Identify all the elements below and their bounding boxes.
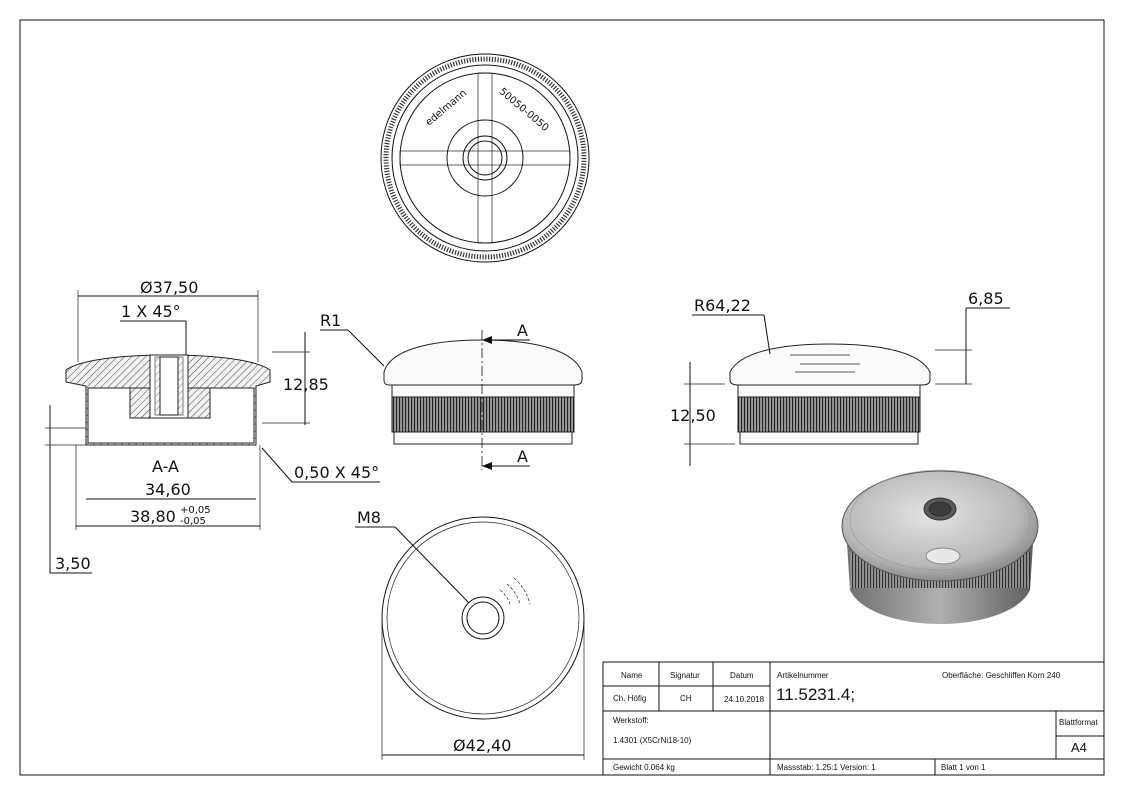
section-view bbox=[65, 354, 271, 446]
engraving-right: 50050-0050 bbox=[497, 86, 551, 134]
dim-chamfer-1x45: 1 X 45° bbox=[121, 302, 181, 321]
tb-blattformat: A4 bbox=[1071, 740, 1087, 755]
tb-header-signatur: Signatur bbox=[670, 671, 700, 680]
top-view: M8 Ø42,40 bbox=[355, 508, 585, 760]
tb-artikelnummer: 11.5231.4; bbox=[776, 685, 855, 704]
dim-h-12-85: 12,85 bbox=[283, 375, 329, 394]
dim-dia-42-40: Ø42,40 bbox=[453, 736, 511, 755]
title-block: Name Signatur Datum Artikelnummer Oberfl… bbox=[602, 661, 1105, 776]
tb-header-datum: Datum bbox=[730, 671, 754, 680]
section-mark-bottom: A bbox=[517, 447, 528, 466]
tb-massstab: Massstab: 1.25:1 Version: 1 bbox=[777, 763, 876, 772]
tb-name: Ch. Höfig bbox=[613, 694, 646, 703]
side-view: R64,22 6,85 12,50 bbox=[670, 289, 1010, 466]
sheet-border bbox=[19, 19, 1105, 776]
dim-radius-r1: R1 bbox=[320, 311, 341, 330]
tb-blatt: Blatt 1 von 1 bbox=[941, 763, 986, 772]
dim-h-6-85: 6,85 bbox=[968, 289, 1004, 308]
dim-tol-upper: +0,05 bbox=[180, 505, 211, 516]
dim-tol-lower: -0,05 bbox=[180, 516, 206, 527]
tb-header-artikel: Artikelnummer bbox=[777, 671, 829, 680]
tb-gewicht: Gewicht 0.064 kg bbox=[613, 763, 675, 772]
section-label: A-A bbox=[152, 457, 179, 476]
tb-signatur: CH bbox=[680, 694, 692, 703]
engraving-left: edelmann bbox=[424, 88, 469, 129]
tb-werkstoff: 1.4301 (X5CrNi18-10) bbox=[613, 736, 692, 745]
dim-dia-37-50: Ø37,50 bbox=[140, 278, 198, 297]
tb-blattformat-label: Blattformat bbox=[1059, 718, 1098, 727]
tb-datum: 24.10.2018 bbox=[724, 695, 765, 704]
tb-werkstoff-label: Werkstoff: bbox=[613, 716, 649, 725]
bottom-view: edelmann 50050-0050 bbox=[380, 53, 590, 263]
section-dimensions: Ø37,50 1 X 45° 12,85 A-A 34,60 38,80 +0,… bbox=[45, 278, 380, 574]
dim-h-12-50: 12,50 bbox=[670, 406, 716, 425]
section-mark-top: A bbox=[517, 321, 528, 340]
dim-radius-r64: R64,22 bbox=[694, 296, 751, 315]
knurl-ring bbox=[383, 56, 587, 260]
dim-chamfer-0-50: 0,50 X 45° bbox=[294, 463, 379, 482]
tb-oberflaeche: Oberfläche: Geschliffen Korn 240 bbox=[942, 671, 1061, 680]
dim-w-38-80: 38,80 bbox=[130, 507, 176, 526]
dim-h-3-50: 3,50 bbox=[55, 554, 91, 573]
dim-w-34-60: 34,60 bbox=[145, 480, 191, 499]
dim-thread-m8: M8 bbox=[357, 508, 381, 527]
front-view: A A R1 bbox=[320, 311, 583, 470]
tb-header-name: Name bbox=[621, 671, 643, 680]
isometric-render bbox=[841, 469, 1039, 624]
